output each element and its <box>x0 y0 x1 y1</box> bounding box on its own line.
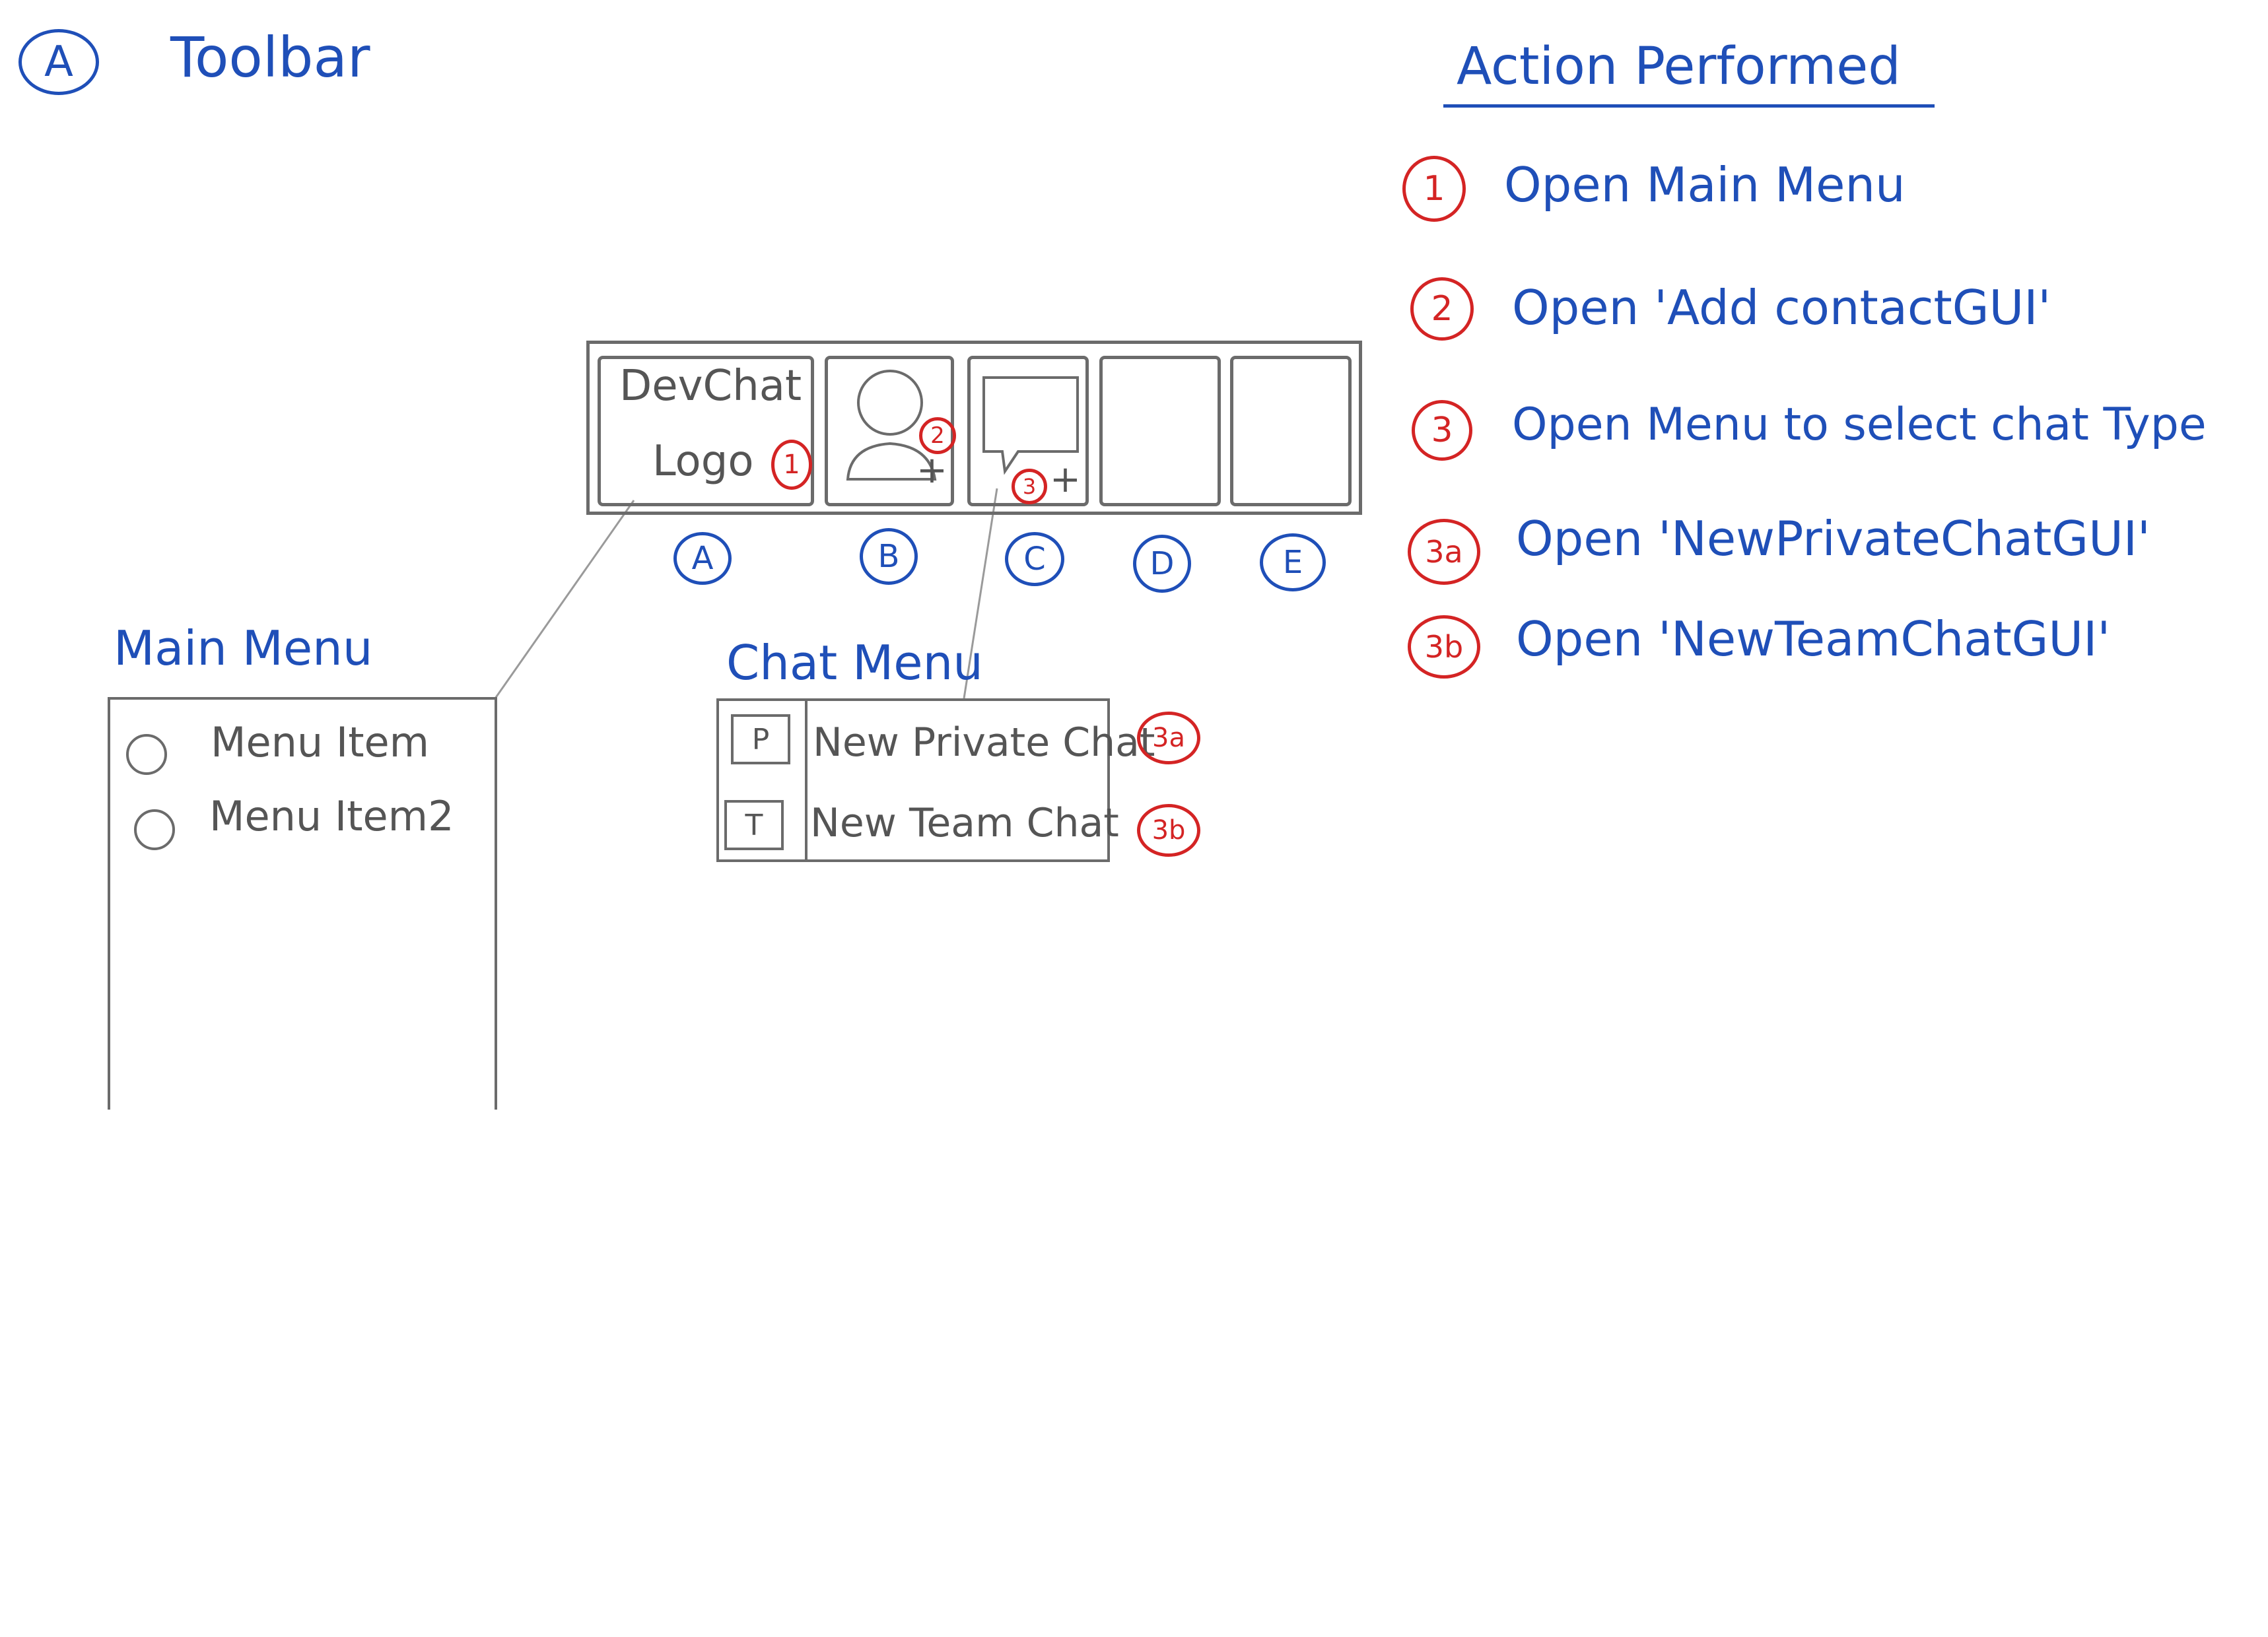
toolbar-add-contact-button[interactable]: + 2 <box>825 356 956 506</box>
action-text-2: Open 'Add contactGUI' <box>1512 280 2051 335</box>
action-text-1: Open Main Menu <box>1504 157 1906 213</box>
marker-3a-chat: 3a <box>1137 712 1200 764</box>
team-chat-icon: T <box>724 800 784 850</box>
menu-item-2[interactable]: Menu Item2 <box>209 792 454 840</box>
action-text-3a: Open 'NewPrivateChatGUI' <box>1516 511 2150 566</box>
marker-3: 3 <box>1012 469 1047 504</box>
label-a: A <box>673 532 732 585</box>
menu-item-2-bullet-icon <box>134 809 175 850</box>
new-chat-icon <box>982 376 1079 475</box>
action-marker-3b: 3b <box>1408 615 1480 679</box>
toolbar-button-e[interactable] <box>1230 356 1352 506</box>
label-c: C <box>1005 532 1064 586</box>
chat-menu-panel: P New Private Chat T New Team Chat <box>716 698 1155 862</box>
label-e: E <box>1260 533 1326 591</box>
chat-menu-item-private[interactable]: New Private Chat <box>813 719 1155 766</box>
main-menu-title: Main Menu <box>114 620 373 676</box>
toolbar-button-d[interactable] <box>1099 356 1221 506</box>
action-text-3: Open Menu to select chat Type <box>1512 399 2207 451</box>
action-marker-1: 1 <box>1402 156 1466 222</box>
marker-2: 2 <box>919 417 956 454</box>
logo-text-line1: DevChat <box>619 362 802 411</box>
label-b: B <box>860 528 918 585</box>
connector-main-menu <box>494 500 635 699</box>
menu-item-1[interactable]: Menu Item <box>211 718 430 766</box>
new-chat-plus: + <box>1050 458 1081 501</box>
logo-text-line2: Logo <box>652 437 754 486</box>
marker-1: 1 <box>771 440 812 490</box>
toolbar-new-chat-button[interactable]: 3 + <box>967 356 1089 506</box>
actions-heading-underline <box>1443 104 1935 108</box>
label-d: D <box>1133 535 1191 593</box>
marker-3b-chat: 3b <box>1137 804 1200 857</box>
action-marker-3a: 3a <box>1408 519 1480 585</box>
page-title: Toolbar <box>170 25 370 90</box>
action-marker-2: 2 <box>1410 277 1474 341</box>
menu-item-1-bullet-icon <box>126 734 167 775</box>
add-contact-plus: + <box>916 449 947 492</box>
section-badge-label: A <box>44 38 73 86</box>
action-marker-3: 3 <box>1412 400 1472 461</box>
main-menu-panel: Menu Item Menu Item2 <box>108 697 497 1110</box>
action-text-3b: Open 'NewTeamChatGUI' <box>1516 611 2111 667</box>
chat-menu-item-team[interactable]: New Team Chat <box>810 800 1119 846</box>
chat-menu-divider <box>805 701 808 859</box>
private-chat-icon: P <box>731 714 790 764</box>
chat-menu-title: Chat Menu <box>726 635 983 690</box>
section-badge: A <box>18 29 99 95</box>
toolbar: DevChat Logo 1 + 2 3 + <box>586 341 1362 515</box>
actions-heading: Action Performed <box>1457 37 1901 96</box>
add-contact-icon <box>846 370 937 481</box>
toolbar-logo-button[interactable]: DevChat Logo 1 <box>598 356 814 506</box>
